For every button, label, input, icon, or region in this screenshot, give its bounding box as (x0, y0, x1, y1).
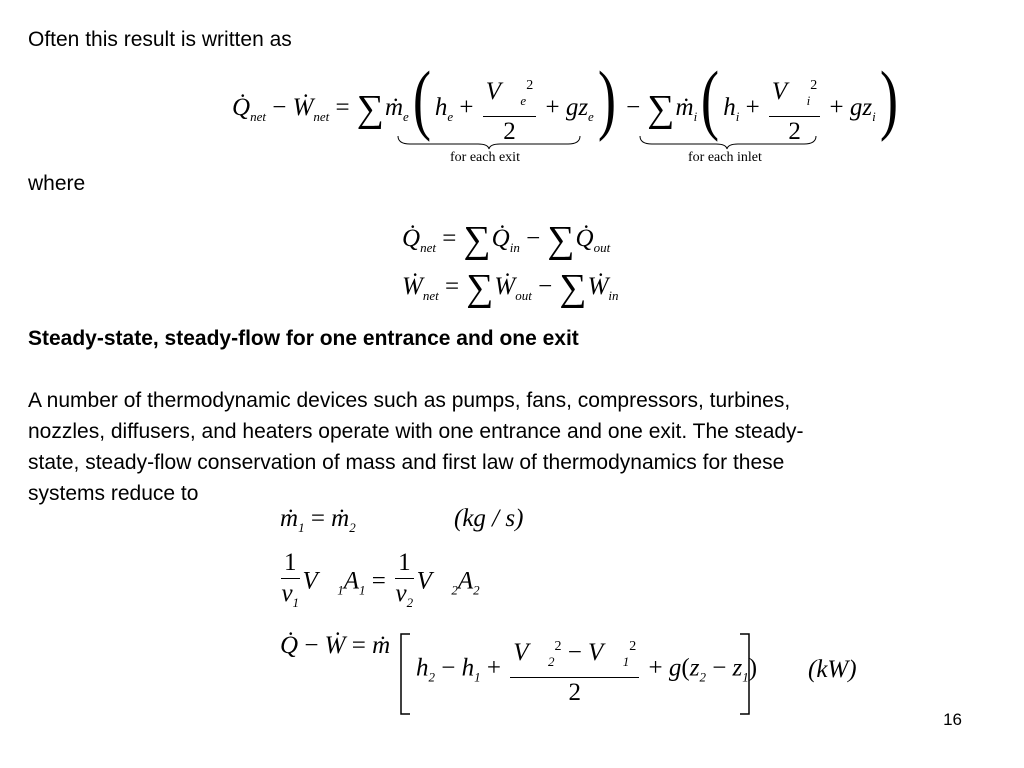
section-heading: Steady-state, steady-flow for one entran… (28, 327, 579, 350)
page-number: 16 (943, 710, 962, 729)
power-units: (kW) (808, 656, 857, 683)
paragraph-line-3: state, steady-flow conservation of mass … (28, 451, 785, 474)
paragraph-line-2: nozzles, diffusers, and heaters operate … (28, 420, 804, 443)
paragraph-line-1: A number of thermodynamic devices such a… (28, 389, 791, 412)
paragraph-line-4: systems reduce to (28, 482, 199, 505)
wnet-definition: Ẇnet = ∑Ẇout − ∑Ẇin (402, 267, 619, 309)
inlet-underbrace (639, 135, 817, 150)
inlet-label: for each inlet (688, 150, 762, 165)
exit-underbrace (397, 135, 581, 150)
intro-text: Often this result is written as (28, 28, 292, 51)
left-bracket (400, 633, 410, 715)
qnet-definition: Q̇net = ∑Q̇in − ∑Q̇out (402, 219, 611, 261)
exit-label: for each exit (450, 150, 520, 165)
mass-conservation-equation: ṁ1 = ṁ2 (280, 505, 356, 535)
mass-units: (kg / s) (454, 505, 524, 532)
right-bracket (740, 633, 750, 715)
where-text: where (28, 172, 86, 195)
steady-flow-energy-equation: Q̇ − Ẇ = ṁ (280, 632, 391, 659)
